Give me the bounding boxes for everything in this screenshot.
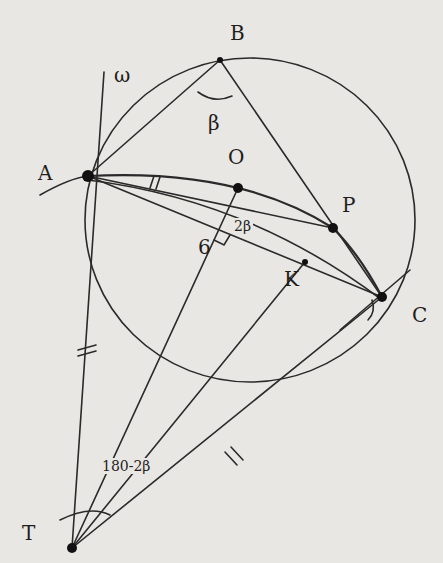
point-o [233,183,243,193]
tick [156,177,160,189]
point-label: β [206,112,222,134]
segment-ab [88,60,220,176]
right-angle [214,235,230,245]
point-label: K [282,268,301,290]
point-t [67,543,77,553]
point-label: ω [112,64,132,86]
point-label: P [340,194,357,216]
angle-t [60,511,110,520]
arc-inner [88,180,382,300]
circle-omega [85,58,415,382]
tick [78,351,96,356]
point-label: B [228,22,247,44]
tick [150,176,154,188]
point-label: 2β [232,218,253,234]
tick [231,447,243,460]
segment-bc [220,60,382,297]
tangent-ta [72,72,104,548]
tangent-c [340,270,410,330]
point-c [377,292,387,302]
segment-ap [88,176,333,228]
segment-to [72,188,238,548]
point-label: O [226,146,246,168]
segment-tk [72,262,305,548]
angle-b [198,92,232,99]
segment-tc [72,297,382,548]
point-label: A [36,162,54,184]
point-b [217,57,223,63]
point-label: 6 [196,236,213,258]
point-label: T [20,522,37,544]
angle-c [368,300,373,320]
point-a [82,170,94,182]
tick [78,345,96,350]
point-k [302,259,308,265]
point-p [328,223,338,233]
tick [225,452,237,465]
point-label: 180-2β [100,458,152,474]
point-label: C [410,304,429,326]
